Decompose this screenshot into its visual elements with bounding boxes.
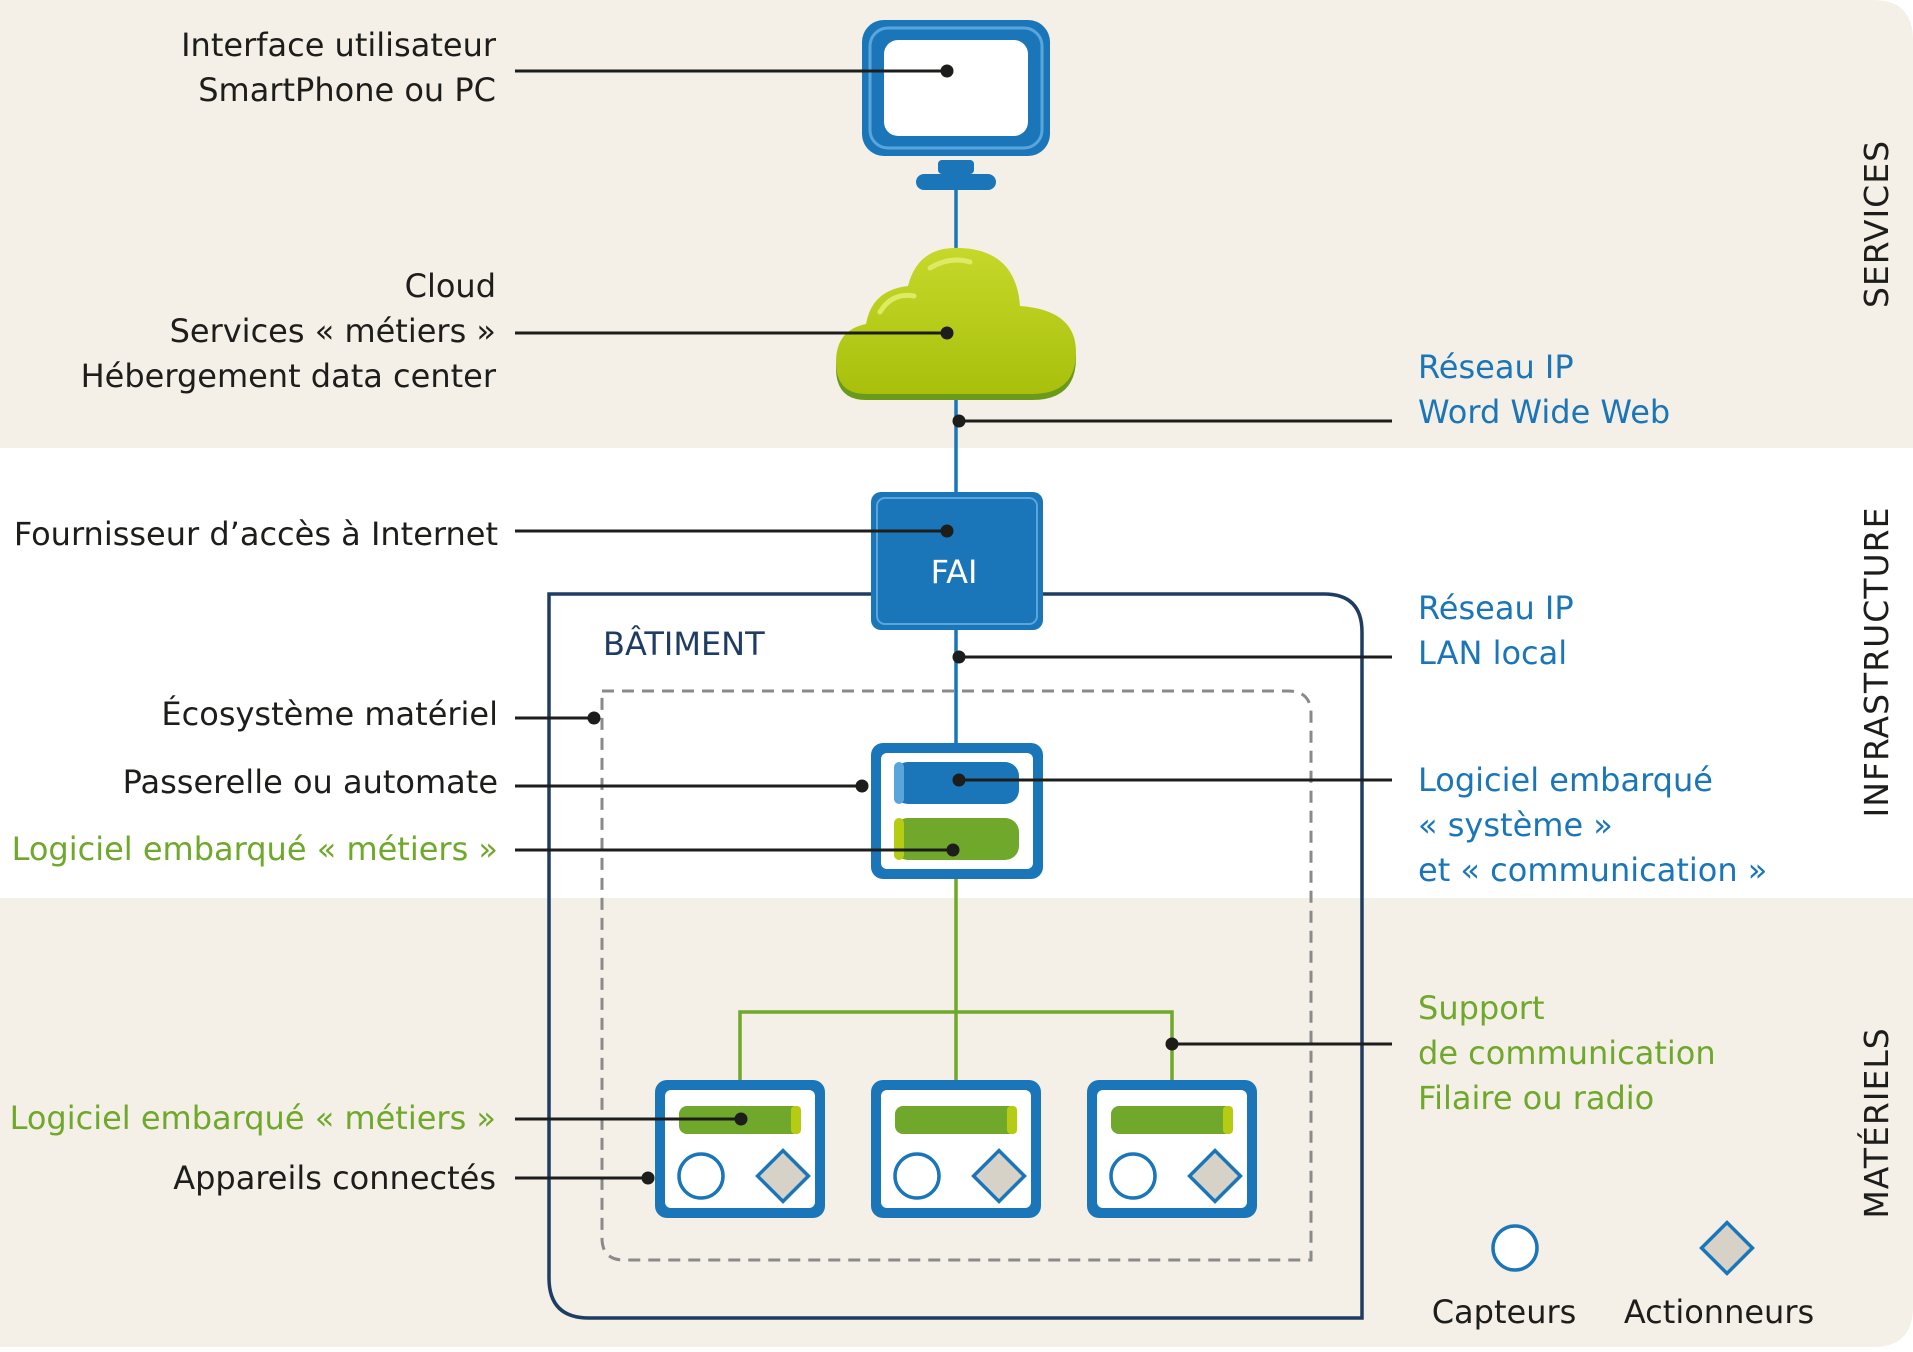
cloud-label-line2: Services « métiers »: [170, 312, 496, 350]
sensor-icon: [1109, 1152, 1157, 1200]
monitor-icon: [862, 20, 1050, 190]
building-outline: [547, 592, 1364, 1320]
ui-label-line2: SmartPhone ou PC: [198, 71, 496, 109]
ecosystem-label: Écosystème matériel: [161, 695, 498, 733]
left-leaders: [515, 64, 960, 1185]
band-label-services: SERVICES: [1857, 140, 1896, 308]
cloud-icon: [836, 247, 1076, 400]
wan-label-line2: Word Wide Web: [1418, 393, 1670, 431]
device-3: [1087, 1080, 1257, 1218]
system-software-line2: « système »: [1418, 806, 1613, 844]
actuator-icon: [971, 1148, 1027, 1204]
ui-label-line1: Interface utilisateur: [181, 26, 497, 64]
cloud-label-line3: Hébergement data center: [81, 357, 497, 395]
gateway-label: Passerelle ou automate: [123, 763, 498, 801]
gateway-software-label: Logiciel embarqué « métiers »: [12, 830, 498, 868]
device-software-label: Logiciel embarqué « métiers »: [10, 1099, 496, 1137]
cloud-label-line1: Cloud: [405, 267, 496, 305]
system-software-line3: et « communication »: [1418, 851, 1767, 889]
right-leaders: [952, 414, 1392, 1051]
lan-label-line2: LAN local: [1418, 634, 1567, 672]
device-1: [655, 1080, 825, 1218]
legend-sensors-label: Capteurs: [1432, 1293, 1577, 1331]
sensor-icon: [677, 1152, 725, 1200]
band-label-infrastructure: INFRASTRUCTURE: [1857, 507, 1896, 818]
fai-node: FAI: [871, 492, 1043, 630]
field-bus: [738, 872, 1174, 1110]
gateway-node: [871, 743, 1043, 879]
legend: Capteurs Actionneurs: [1432, 1220, 1814, 1331]
legend-actuators-label: Actionneurs: [1624, 1293, 1814, 1331]
left-labels: Interface utilisateur SmartPhone ou PC C…: [10, 26, 498, 1197]
actuator-icon: [1187, 1148, 1243, 1204]
band-labels: SERVICES INFRASTRUCTURE MATÉRIELS: [1856, 140, 1896, 1219]
legend-actuator-icon: [1699, 1220, 1755, 1276]
right-labels: Réseau IP Word Wide Web Réseau IP LAN lo…: [1418, 348, 1767, 1117]
ecosystem-outline: [600, 689, 1313, 1262]
system-software-line1: Logiciel embarqué: [1418, 761, 1713, 799]
band-label-hardware: MATÉRIELS: [1856, 1027, 1896, 1218]
actuator-icon: [755, 1148, 811, 1204]
sensor-icon: [893, 1152, 941, 1200]
legend-sensor-icon: [1491, 1224, 1539, 1272]
lan-label-line1: Réseau IP: [1418, 589, 1574, 627]
support-line1: Support: [1418, 989, 1545, 1027]
device-2: [871, 1080, 1041, 1218]
isp-label: Fournisseur d’accès à Internet: [14, 515, 498, 553]
support-line3: Filaire ou radio: [1418, 1079, 1654, 1117]
building-label: BÂTIMENT: [603, 625, 765, 663]
devices-label: Appareils connectés: [173, 1159, 496, 1197]
wan-label-line1: Réseau IP: [1418, 348, 1574, 386]
support-line2: de communication: [1418, 1034, 1716, 1072]
fai-label: FAI: [931, 553, 978, 591]
